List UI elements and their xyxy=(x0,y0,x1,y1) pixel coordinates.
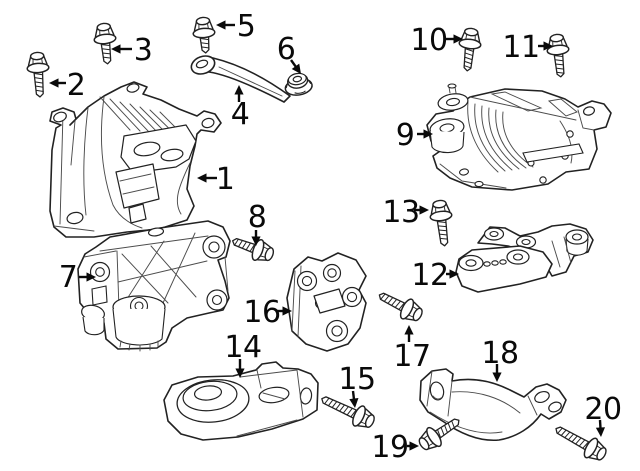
callout-11[interactable]: 11 xyxy=(502,30,553,65)
callout-number: 11 xyxy=(502,30,539,65)
callout-arrowhead xyxy=(197,173,207,183)
callout-5[interactable]: 5 xyxy=(216,9,256,44)
callout-arrowhead xyxy=(86,272,96,282)
part-7-engine-mount-bracket-drawing xyxy=(77,220,231,352)
callout-arrowhead xyxy=(543,41,553,51)
callout-10[interactable]: 10 xyxy=(410,23,463,58)
callout-number: 8 xyxy=(248,200,267,235)
callout-18[interactable]: 18 xyxy=(481,336,519,382)
part-1-engine-mount-drawing xyxy=(49,81,222,238)
callout-13[interactable]: 13 xyxy=(382,195,429,230)
callout-arrowhead xyxy=(423,129,433,139)
callout-number: 1 xyxy=(216,162,235,197)
callout-4[interactable]: 4 xyxy=(231,85,250,132)
callout-number: 12 xyxy=(411,258,448,293)
callout-arrowhead xyxy=(349,398,359,408)
fastener-6-flange-nut-drawing xyxy=(284,72,313,96)
callout-arrowhead xyxy=(419,205,429,215)
callout-2[interactable]: 2 xyxy=(49,68,86,103)
callout-1[interactable]: 1 xyxy=(197,162,235,197)
part-4-brace-rod-drawing xyxy=(190,55,291,103)
callout-19[interactable]: 19 xyxy=(371,430,419,465)
callout-16[interactable]: 16 xyxy=(243,295,292,330)
callout-number: 17 xyxy=(393,339,430,374)
callout-arrowhead xyxy=(282,306,292,316)
callout-12[interactable]: 12 xyxy=(411,258,459,293)
callout-arrowhead xyxy=(595,427,606,437)
callout-number: 19 xyxy=(371,430,408,465)
callout-number: 9 xyxy=(396,118,415,153)
callout-arrowhead xyxy=(453,34,463,44)
callout-number: 20 xyxy=(584,392,621,427)
callout-number: 6 xyxy=(277,32,296,67)
callout-arrowhead xyxy=(235,368,245,378)
part-12-mount-bracket-drawing xyxy=(455,223,594,293)
fastener-3-flange-bolt-drawing xyxy=(93,22,117,65)
callout-arrowhead xyxy=(449,269,459,279)
fastener-13-flange-bolt-drawing xyxy=(429,199,453,247)
callout-number: 18 xyxy=(481,336,518,371)
callout-15[interactable]: 15 xyxy=(338,362,376,408)
callout-7[interactable]: 7 xyxy=(59,260,96,295)
callout-arrowhead xyxy=(111,44,121,54)
fastener-10-flange-bolt-drawing xyxy=(458,27,482,72)
callout-arrowhead xyxy=(49,78,59,88)
callout-number: 10 xyxy=(410,23,447,58)
callout-9[interactable]: 9 xyxy=(396,118,433,153)
fastener-5-flange-bolt-drawing xyxy=(192,16,216,54)
fastener-8-flange-bolt-drawing xyxy=(231,237,275,262)
callout-number: 15 xyxy=(338,362,375,397)
callout-number: 5 xyxy=(237,9,256,44)
callout-arrowhead xyxy=(404,325,414,335)
callout-14[interactable]: 14 xyxy=(224,330,262,378)
callout-arrowhead xyxy=(492,372,502,382)
callout-number: 16 xyxy=(243,295,280,330)
callout-number: 3 xyxy=(134,33,153,68)
callout-arrowhead xyxy=(291,63,301,74)
part-14-torque-strut-drawing xyxy=(163,361,319,441)
callout-17[interactable]: 17 xyxy=(393,325,431,374)
callout-number: 4 xyxy=(231,97,250,132)
callout-arrowhead xyxy=(409,441,419,451)
callout-number: 13 xyxy=(382,195,419,230)
fastener-17-flange-bolt-drawing xyxy=(378,292,423,322)
callout-6[interactable]: 6 xyxy=(277,32,301,74)
callout-arrowhead xyxy=(216,20,226,30)
callout-arrowhead xyxy=(234,85,244,95)
fastener-20-flange-bolt-drawing xyxy=(555,426,607,461)
callout-arrowhead xyxy=(251,236,261,246)
fastener-19-flange-bolt-drawing xyxy=(418,418,460,451)
callout-number: 2 xyxy=(67,68,86,103)
fastener-11-flange-bolt-drawing xyxy=(546,33,570,78)
fastener-15-flange-bolt-drawing xyxy=(321,396,375,428)
callout-20[interactable]: 20 xyxy=(584,392,622,437)
part-9-transmission-mount-drawing xyxy=(426,83,612,191)
callout-number: 7 xyxy=(59,260,78,295)
callout-number: 14 xyxy=(224,330,261,365)
callout-3[interactable]: 3 xyxy=(111,33,153,68)
part-16-strut-bracket-drawing xyxy=(286,252,367,352)
fastener-2-flange-bolt-drawing xyxy=(26,51,50,98)
callout-8[interactable]: 8 xyxy=(248,200,267,246)
